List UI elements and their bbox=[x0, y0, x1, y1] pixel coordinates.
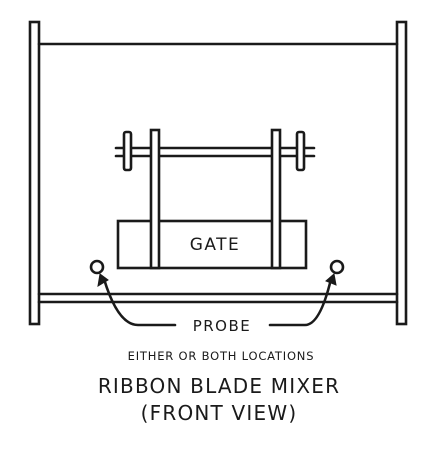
gate-label: GATE bbox=[190, 235, 241, 255]
probe-label: PROBE bbox=[193, 317, 252, 335]
right-outer-collar bbox=[295, 130, 306, 172]
probe-leader-right bbox=[268, 277, 333, 327]
locations-note: EITHER OR BOTH LOCATIONS bbox=[128, 349, 315, 363]
probe-arrow-right bbox=[325, 273, 337, 286]
left-blade-post bbox=[149, 128, 161, 270]
diagram-title: RIBBON BLADE MIXER bbox=[98, 374, 340, 398]
diagram-subtitle: (FRONT VIEW) bbox=[141, 401, 298, 425]
left-frame-post bbox=[28, 20, 41, 326]
right-blade-post bbox=[270, 128, 282, 270]
probe-location-right bbox=[329, 259, 345, 275]
probe-location-left bbox=[89, 259, 105, 275]
right-frame-post bbox=[395, 20, 408, 326]
probe-arrow-left bbox=[97, 273, 109, 287]
left-outer-collar bbox=[122, 130, 133, 172]
probe-leader-left bbox=[102, 277, 177, 327]
